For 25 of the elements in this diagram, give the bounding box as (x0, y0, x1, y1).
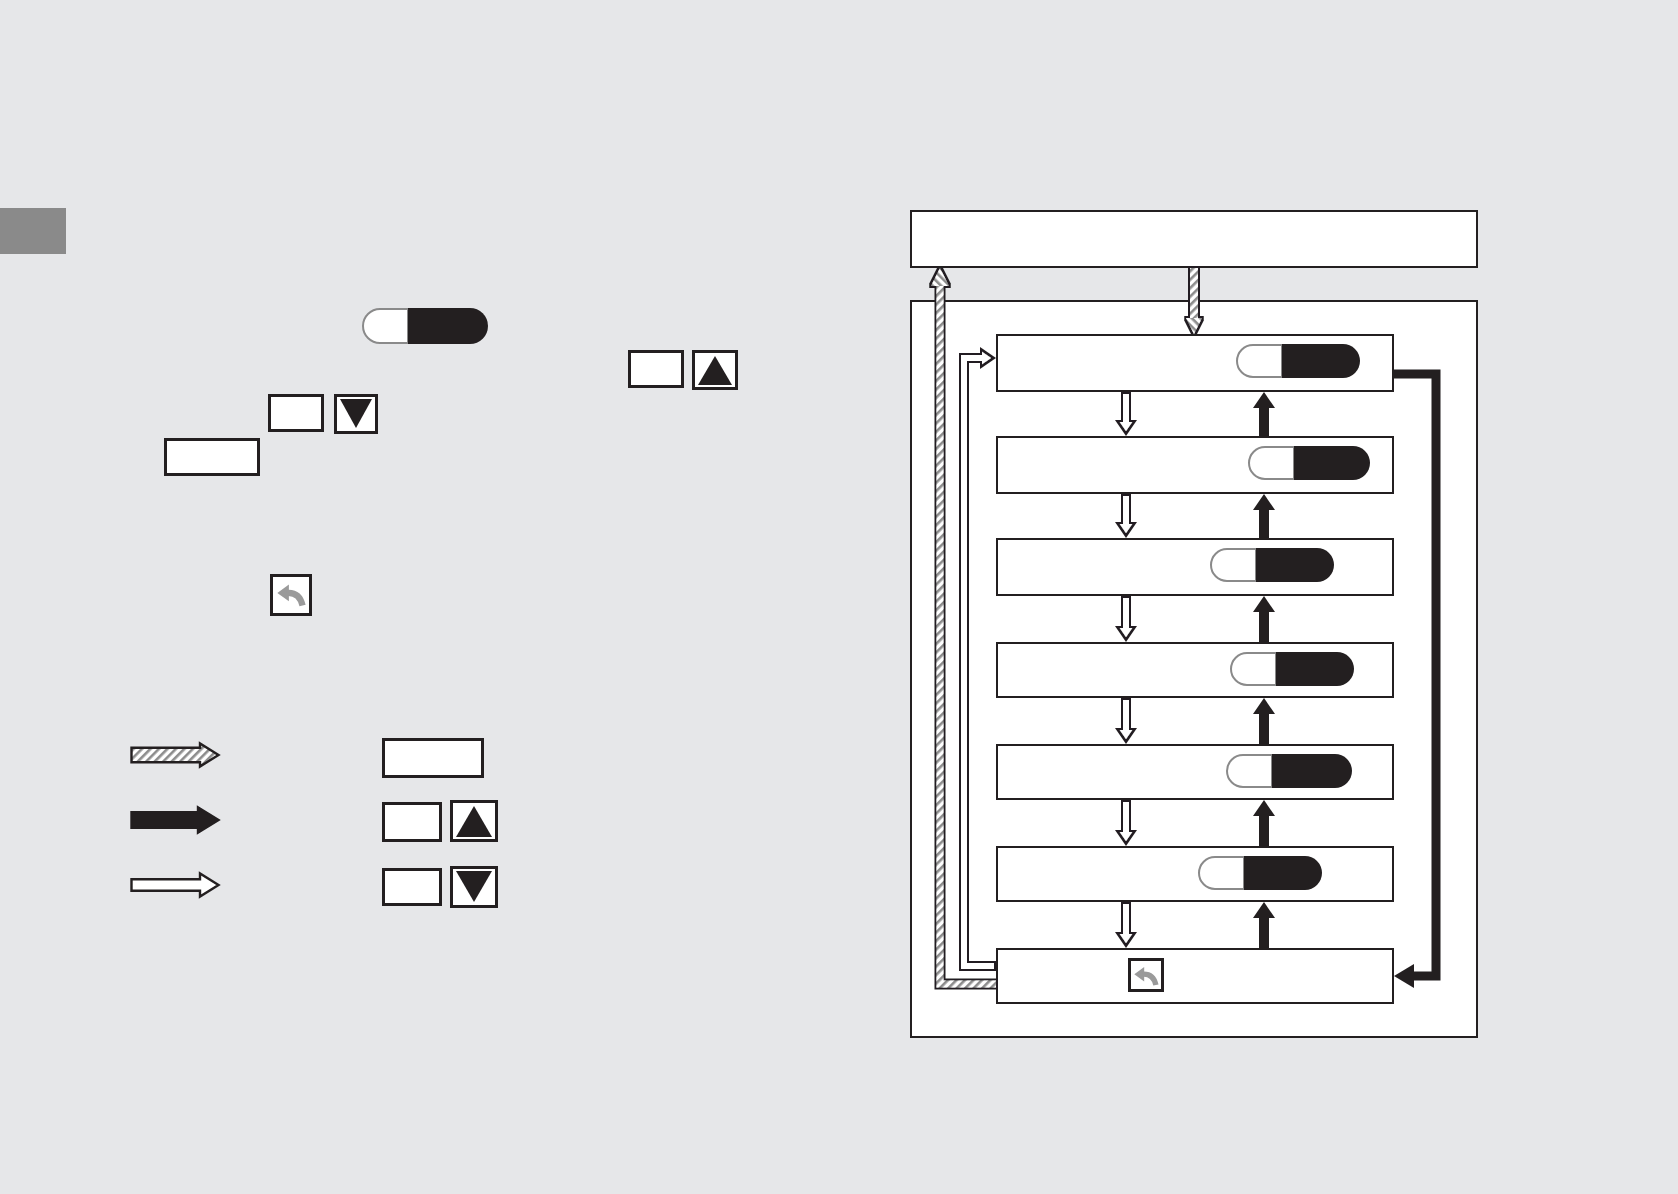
arrow (1115, 902, 1137, 948)
arrow (1253, 800, 1275, 846)
arrow (1115, 494, 1137, 538)
item-box (995, 743, 1393, 799)
item-box (995, 435, 1393, 493)
header-box (910, 210, 1478, 268)
arrow (1115, 596, 1137, 642)
item-box (995, 537, 1393, 595)
arrow (1253, 902, 1275, 948)
arrow (1253, 698, 1275, 744)
arrow (931, 268, 996, 988)
arrow (1115, 698, 1137, 744)
item-box (995, 947, 1393, 1003)
arrow (1186, 268, 1202, 334)
arrow (1253, 494, 1275, 538)
arrow (1253, 596, 1275, 642)
item-box (995, 845, 1393, 901)
panel-frame (910, 300, 1478, 1038)
arrow (1253, 392, 1275, 436)
arrow (959, 347, 996, 971)
arrow (1394, 369, 1441, 988)
arrow (1115, 800, 1137, 846)
arrow (1115, 392, 1137, 436)
item-box (995, 641, 1393, 697)
item-box (995, 333, 1393, 391)
